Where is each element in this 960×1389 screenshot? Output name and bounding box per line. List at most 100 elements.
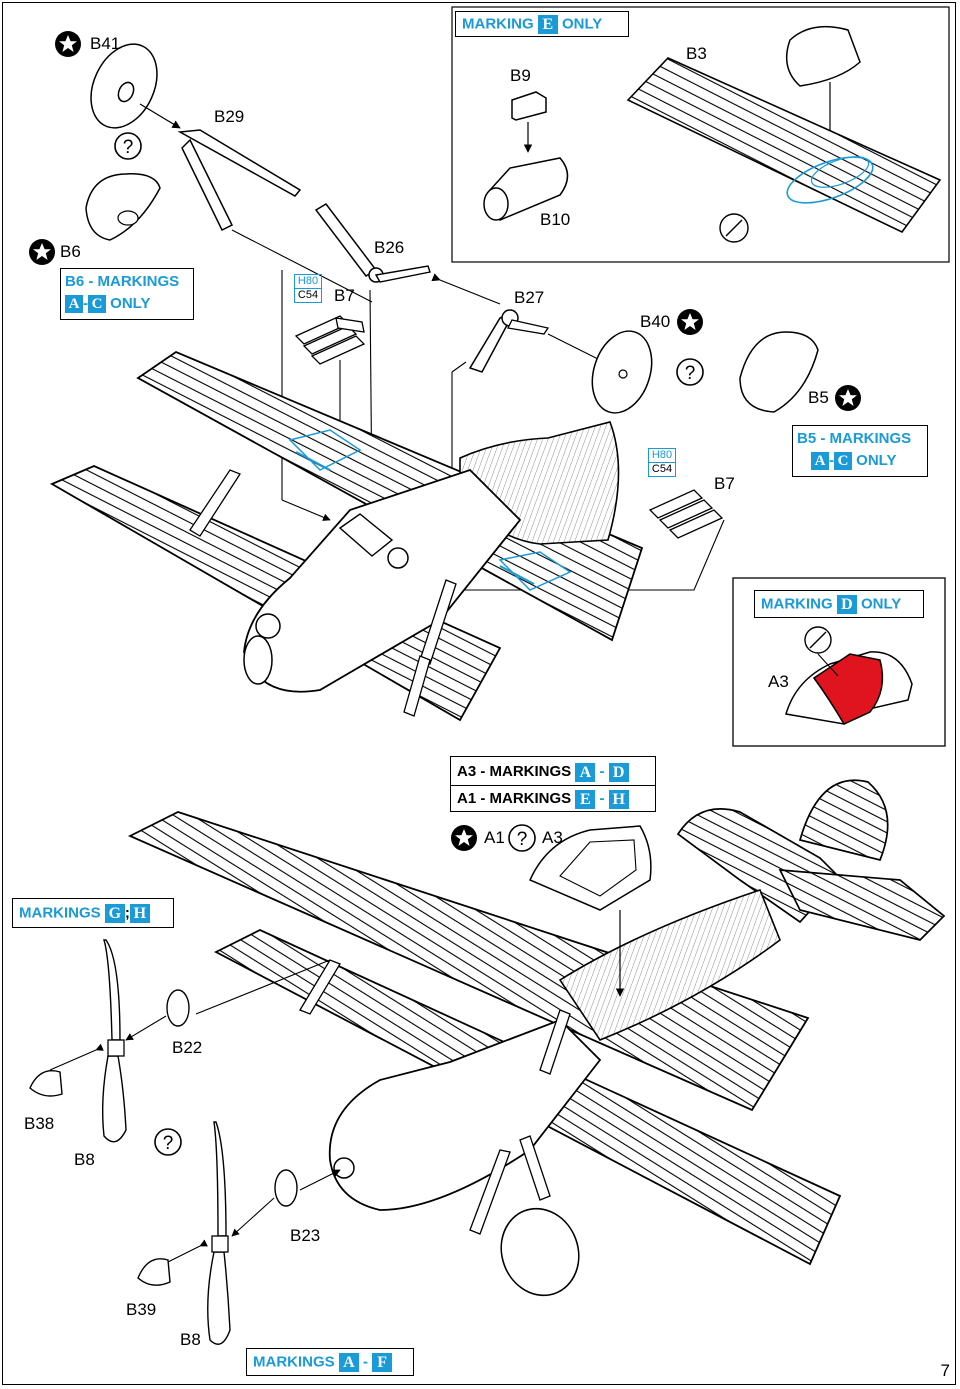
note-dash: -: [363, 1353, 369, 1371]
star-roundel-icon: [29, 239, 55, 265]
star-roundel-icon: [677, 309, 703, 335]
note-text: B5 - MARKINGS: [797, 430, 912, 447]
propeller-b8-upper: [101, 939, 127, 1143]
marking-letter: H: [129, 904, 150, 923]
note-a3-a1-markings: A3 - MARKINGS A - D A1 - MARKINGS E - H: [450, 756, 656, 812]
marking-letter: A: [65, 295, 83, 314]
part-b9-shape: [511, 91, 547, 121]
part-b6-spat-shape: [85, 173, 161, 241]
part-a1-canopy-shape: [529, 825, 652, 911]
label-b41: B41: [90, 34, 121, 53]
label-b22: B22: [172, 1038, 203, 1057]
svg-text:?: ?: [685, 363, 696, 384]
note-text: MARKINGS: [19, 904, 101, 922]
color-code-box-right: H80 C54: [648, 448, 676, 477]
marking-letter: A: [575, 762, 596, 782]
note-separator: ;: [124, 904, 130, 922]
rocket-group-right: [648, 489, 724, 539]
note-dash: -: [599, 763, 605, 780]
marking-letter: F: [372, 1353, 393, 1372]
detail-callout-d: [804, 626, 832, 654]
note-text: B6 - MARKINGS: [65, 273, 180, 290]
label-b7-right: B7: [714, 474, 735, 493]
label-b5: B5: [808, 388, 829, 407]
part-b41-wheel-shape: [90, 43, 158, 129]
upper-wing-section: [626, 57, 942, 234]
label-b29: B29: [214, 107, 245, 126]
note-marking-e-only: MARKING E ONLY: [455, 11, 629, 37]
part-b40-wheel-shape: [591, 330, 653, 414]
lower-aircraft: [127, 779, 946, 1297]
label-b26: B26: [374, 238, 405, 257]
note-text: A1 - MARKINGS: [457, 790, 572, 807]
note-text: ONLY: [562, 15, 603, 33]
label-b7-left: B7: [334, 286, 355, 305]
label-b40: B40: [640, 312, 671, 331]
label-a3-inset: A3: [768, 672, 789, 691]
marking-letter: H: [608, 789, 629, 809]
marking-letter: D: [608, 762, 629, 782]
label-b39: B39: [126, 1300, 157, 1319]
question-mark-icon: ?: [508, 824, 536, 852]
part-b39-spinner: [137, 1258, 171, 1286]
propeller-b8-lower: [207, 1121, 231, 1345]
label-a1: A1: [484, 828, 505, 847]
part-b10-shape: [483, 157, 569, 221]
marking-letter: D: [836, 595, 857, 614]
label-b8-upper: B8: [74, 1150, 95, 1169]
star-roundel-icon: [835, 385, 861, 411]
svg-text:?: ?: [517, 829, 528, 850]
question-mark-icon: ?: [154, 1128, 182, 1156]
part-b38-spinner: [29, 1070, 63, 1097]
detail-callout-top: [719, 213, 749, 243]
marking-letter: E: [537, 15, 558, 34]
svg-text:?: ?: [123, 137, 134, 158]
star-roundel-icon: [451, 825, 477, 851]
label-b3: B3: [686, 44, 707, 63]
part-b23-shape: [274, 1169, 298, 1207]
question-mark-icon: ?: [114, 132, 142, 160]
note-markings-g-h: MARKINGS G;H: [12, 898, 174, 928]
marking-letter: C: [834, 452, 852, 471]
marking-letter: E: [575, 789, 596, 809]
code-c54: C54: [651, 463, 673, 475]
label-b10: B10: [540, 210, 571, 229]
part-b5-spat-shape: [739, 331, 819, 413]
note-dash: -: [83, 295, 88, 312]
note-text: ONLY: [861, 595, 902, 613]
note-text: ONLY: [110, 295, 151, 312]
note-dash: -: [599, 790, 605, 807]
page-number: 7: [940, 1361, 950, 1380]
marking-e-inset-frame: [451, 6, 950, 263]
label-a3: A3: [542, 828, 563, 847]
note-marking-d-only: MARKING D ONLY: [754, 590, 924, 618]
note-text: MARKINGS: [253, 1353, 335, 1371]
note-b6-markings: B6 - MARKINGS A-C ONLY: [60, 268, 194, 320]
label-b9: B9: [510, 66, 531, 85]
note-b5-markings: B5 - MARKINGS A-C ONLY: [792, 425, 928, 477]
note-markings-a-f: MARKINGS A - F: [246, 1348, 414, 1376]
note-text: ONLY: [856, 452, 897, 469]
label-b38: B38: [24, 1114, 55, 1133]
question-mark-icon: ?: [676, 358, 704, 386]
label-b6: B6: [60, 242, 81, 261]
part-b26-strut-shape: [314, 203, 431, 283]
note-dash: -: [829, 452, 834, 469]
star-roundel-icon: [55, 31, 81, 57]
part-b22-shape: [166, 989, 190, 1027]
code-c54: C54: [297, 289, 319, 301]
svg-text:?: ?: [163, 1133, 174, 1154]
note-text: A3 - MARKINGS: [457, 763, 572, 780]
color-code-box-left: H80 C54: [294, 274, 322, 303]
part-a3-canopy-red: [785, 651, 913, 725]
marking-letter: A: [338, 1353, 359, 1372]
rocket-group-left: [294, 315, 366, 365]
note-text: MARKING: [462, 15, 534, 33]
code-h80: H80: [649, 449, 675, 463]
note-text: MARKING: [761, 595, 833, 613]
label-b23: B23: [290, 1226, 321, 1245]
part-b29-strut-shape: [177, 129, 302, 232]
upper-aircraft: [49, 350, 644, 722]
marking-letter: A: [811, 452, 829, 471]
